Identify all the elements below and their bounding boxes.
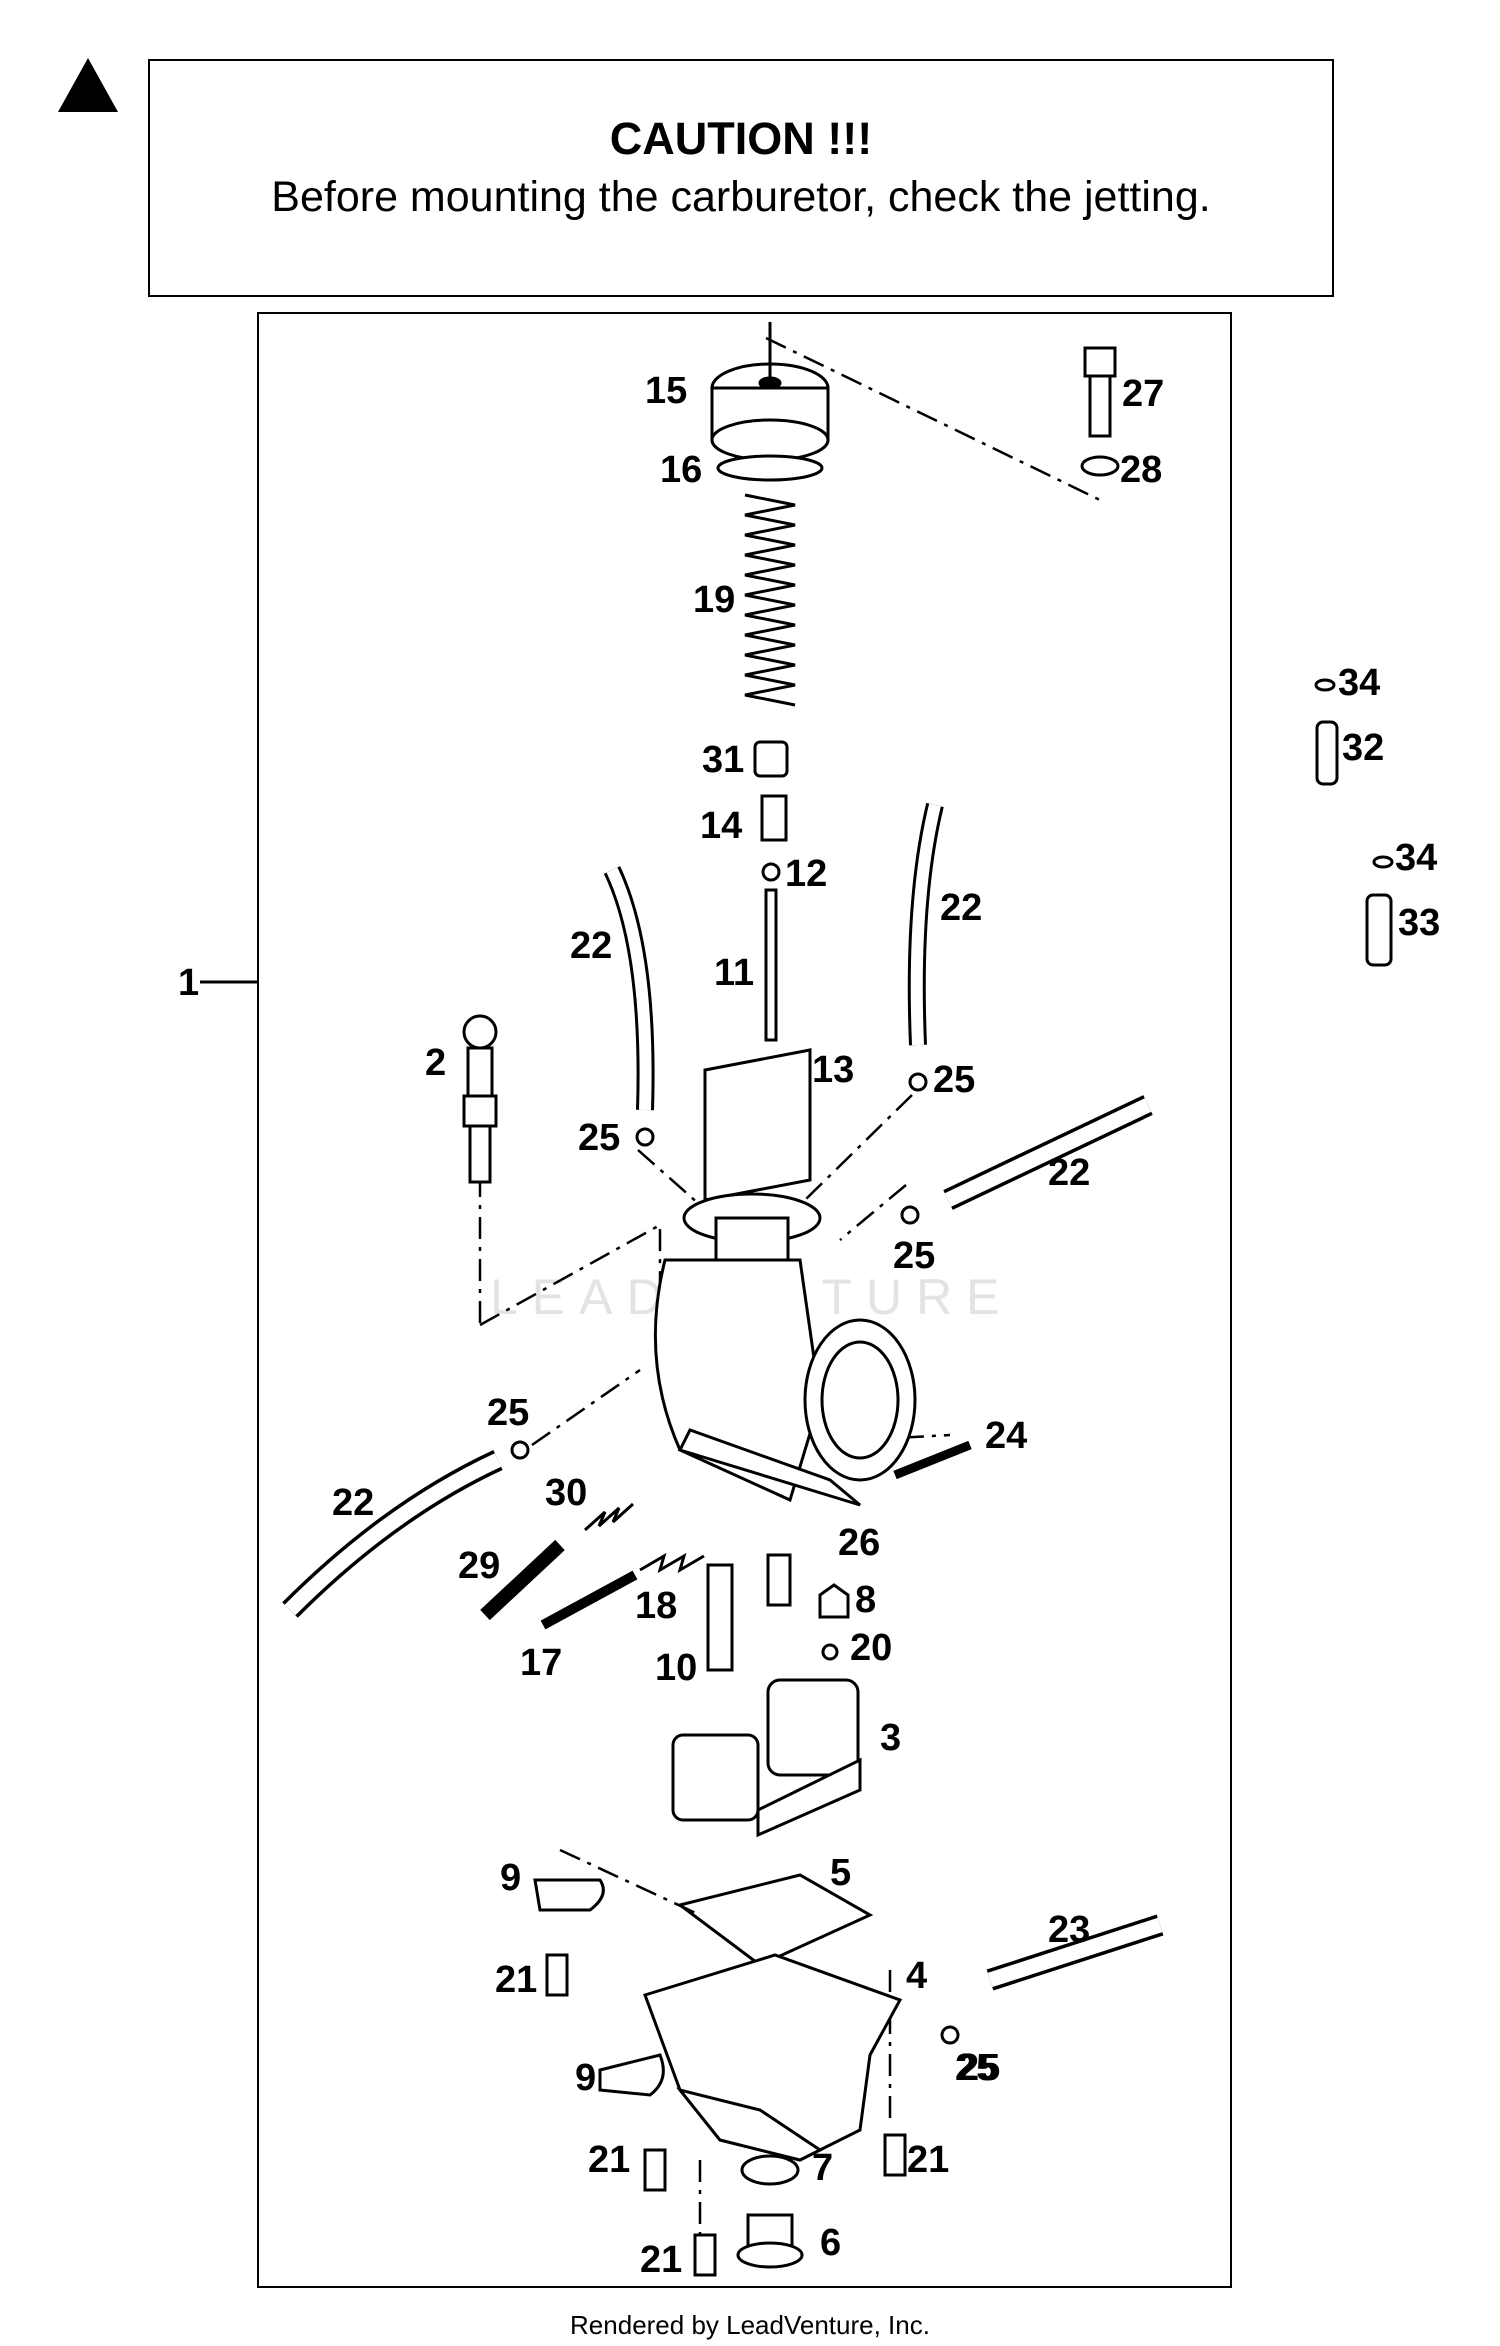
callout-25c: 25 [893,1235,935,1277]
part-21-bolt-b [643,2148,667,2192]
callout-25f: 25 [955,2047,997,2089]
part-34-oring-a [1314,678,1336,692]
callout-32: 32 [1342,727,1384,769]
part-24-pin [893,1440,972,1480]
callout-23: 23 [1048,1909,1090,1951]
callout-18: 18 [635,1585,677,1627]
callout-2: 2 [425,1042,446,1084]
part-25-clip-b [908,1072,928,1092]
caution-text: Before mounting the carburetor, check th… [271,173,1211,221]
part-12-clip [761,862,781,882]
carburetor-body [653,1192,917,1507]
callout-9b: 9 [575,2057,596,2099]
callout-31: 31 [702,739,744,781]
part-29-screw [480,1539,565,1621]
callout-15: 15 [645,370,687,412]
part-5-float-bowl-gasket [676,1873,874,1967]
callout-33: 33 [1398,902,1440,944]
part-27-screw [1083,346,1117,438]
part-16-ring [716,454,824,482]
callout-1: 1 [178,962,199,1004]
callout-21c: 21 [907,2139,949,2181]
callout-27: 27 [1122,373,1164,415]
callout-34b: 34 [1395,837,1437,879]
part-28-washer [1080,455,1120,477]
part-18-spring [639,1552,705,1574]
part-15-top-cap [710,322,830,462]
callout-22c: 22 [1048,1152,1090,1194]
part-25-clip-d [510,1440,530,1460]
callout-4: 4 [906,1955,927,1997]
callout-26: 26 [838,1522,880,1564]
part-21-bolt-a [545,1953,569,1997]
callout-25e: 25 [958,2047,1000,2089]
part-21-bolt-c [883,2133,907,2177]
part-10-jet [706,1563,734,1672]
callout-7: 7 [812,2147,833,2189]
callout-16: 16 [660,449,702,491]
construction-lines [478,336,1101,2260]
callout-22a: 22 [570,925,612,967]
part-33-tube [1365,893,1393,967]
part-4-float-bowl [643,1953,903,2162]
callout-21b: 21 [588,2139,630,2181]
callout-10: 10 [655,1647,697,1689]
callout-17: 17 [520,1642,562,1684]
part-13-slide [703,1048,812,1202]
callout-20: 20 [850,1627,892,1669]
callout-34: 34 [1338,662,1380,704]
callout-3: 3 [880,1717,901,1759]
part-6-plug [736,2213,804,2269]
part-3-float [671,1678,862,1838]
part-14-holder [760,794,788,842]
caution-box: CAUTION !!! Before mounting the carburet… [148,59,1334,297]
callout-21a: 21 [495,1959,537,2001]
part-32-tube [1315,720,1339,786]
part-26-jet [766,1553,792,1607]
callout-13: 13 [812,1049,854,1091]
callout-21d: 21 [640,2239,682,2281]
callout-29: 29 [458,1545,500,1587]
part-34-oring-b [1372,855,1394,869]
callout-5: 5 [830,1852,851,1894]
part-25-clip-a [635,1127,655,1147]
callout-22b: 22 [940,887,982,929]
callout-30: 30 [545,1472,587,1514]
warning-icon [58,58,118,112]
callout-11: 11 [714,952,754,994]
part-21-bolt-d [693,2233,717,2277]
part-9-gasket-top [533,1878,605,1912]
footer-credit: Rendered by LeadVenture, Inc. [570,2310,930,2340]
callout-28: 28 [1120,449,1162,491]
part-2-adjuster [462,1014,498,1184]
part-20-clip [821,1643,839,1661]
part-11-needle [764,888,778,1042]
part-7-oring [740,2154,800,2186]
callout-12: 12 [785,853,827,895]
part-25-clip-e [940,2025,960,2045]
part-25-clip-c [900,1205,920,1225]
callout-22d: 22 [332,1482,374,1524]
callout-25d: 25 [487,1392,529,1434]
callout-9a: 9 [500,1857,521,1899]
diagram-frame [257,312,1232,2288]
callout-19: 19 [693,579,735,621]
part-30-spring [583,1502,635,1532]
part-19-spring [744,493,796,707]
callout-8: 8 [855,1579,876,1621]
callout-25a: 25 [933,1059,975,1101]
callout-6: 6 [820,2222,841,2264]
part-31-retainer [753,740,789,778]
callout-25b: 25 [578,1117,620,1159]
part-17-screw [540,1570,638,1630]
part-8-fitting [818,1583,850,1619]
caution-title: CAUTION !!! [609,113,873,164]
part-9-gasket-bottom [598,2053,665,2097]
callout-24: 24 [985,1415,1027,1457]
callout-14: 14 [700,805,742,847]
